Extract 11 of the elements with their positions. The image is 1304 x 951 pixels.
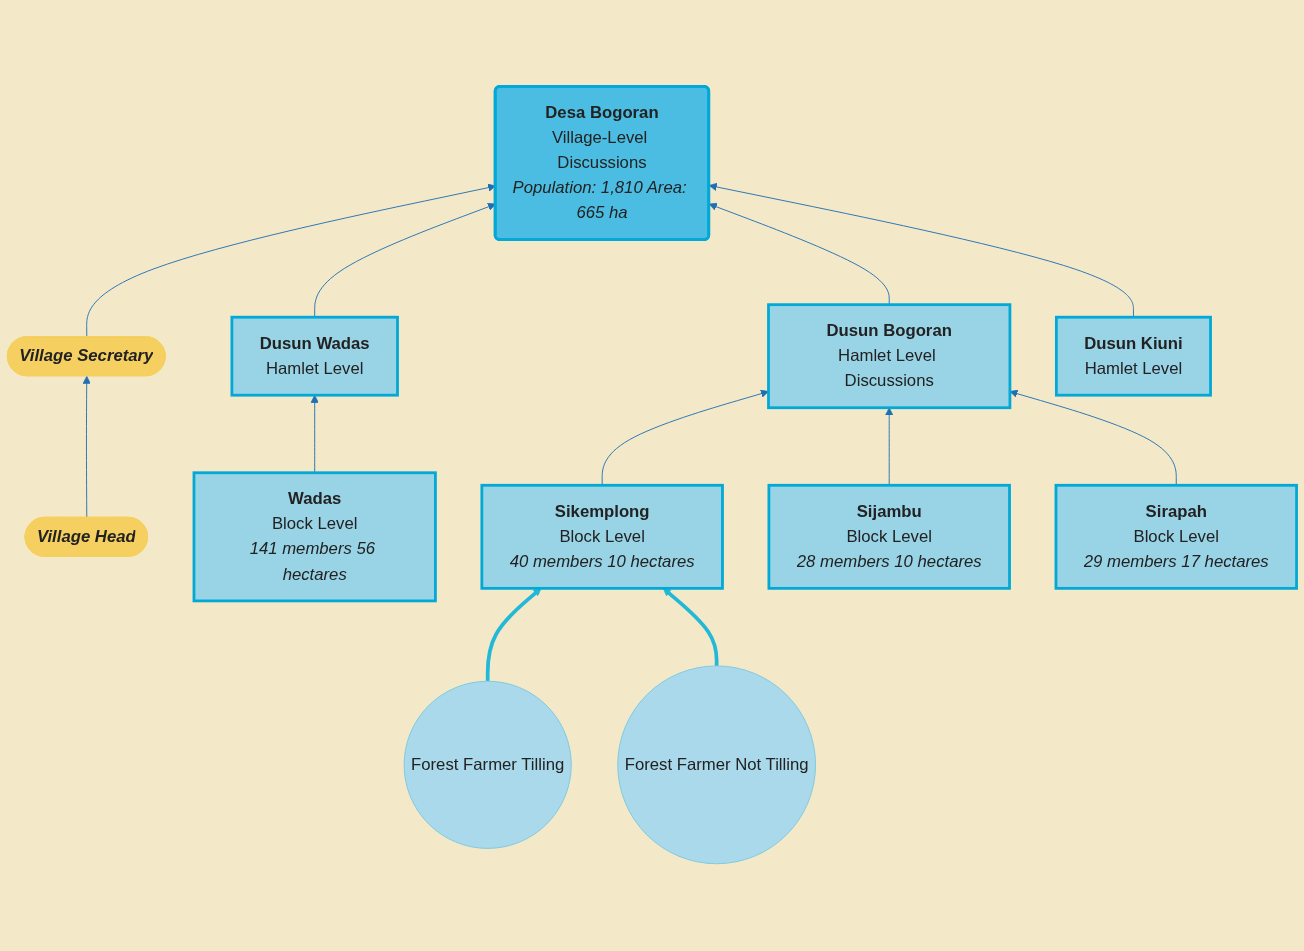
arrow xyxy=(662,588,719,667)
node-circle: Forest Farmer Not Tilling xyxy=(617,665,817,865)
node-box: Dusun Kiuni Hamlet Level xyxy=(1054,316,1212,397)
node-box: Sijambu Block Level 28 members 10 hectares xyxy=(767,484,1011,591)
node-box: Wadas Block Level 141 members 56 hectares xyxy=(192,471,437,603)
node-box: Sikemplong Block Level 40 members 10 hectares xyxy=(480,484,724,591)
node-box: Sirapah Block Level 29 members 17 hectares xyxy=(1054,484,1298,591)
node-box: Dusun Bogoran Hamlet Level Discussions xyxy=(767,303,1012,410)
node-circle: Forest Farmer Tilling xyxy=(403,681,572,850)
arrow xyxy=(485,588,542,682)
node-box: Dusun Wadas Hamlet Level xyxy=(230,316,399,397)
